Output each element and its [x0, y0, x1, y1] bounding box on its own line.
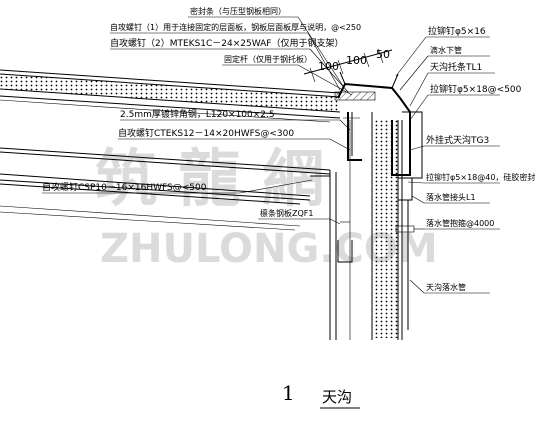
label-drip-edge: 滴水下管 — [430, 45, 462, 55]
beam-band — [0, 147, 331, 231]
leaders-top-left — [110, 16, 353, 96]
purlin-bracket — [310, 175, 353, 263]
roof-panel — [0, 69, 341, 123]
dimension-line: 100 100 50 — [303, 48, 393, 83]
angle-steel — [343, 112, 362, 161]
title-number: 1 — [282, 381, 295, 405]
label-purlin: 檩条钢板ZQF1 — [260, 208, 313, 218]
drawing-title: 1 天沟 — [282, 381, 360, 409]
label-pull-rivet-low: 拉铆钉φ5×18@40，硅胶密封 — [426, 172, 535, 182]
watermark-cn: 筑 龍 網 — [95, 142, 324, 215]
label-outer-gutter: 外挂式天沟TG3 — [426, 134, 489, 146]
label-self-tap-1: 自攻螺钉（1）用于连接固定的层面板，钢板层面板厚与说明，@<250 — [110, 22, 361, 32]
label-drain-pipe-clamp: 落水管抱箍@4000 — [426, 218, 494, 228]
gutter — [334, 71, 423, 330]
label-self-tap-2: 自攻螺钉（2）MTEKS1C－24×25WAF（仅用于钢支架） — [110, 37, 344, 49]
label-sealing-strip: 密封条（与压型钢板相同） — [190, 6, 286, 16]
dim-2: 100 — [346, 54, 367, 67]
leaders-right — [395, 36, 500, 294]
leaders-mid-left — [42, 119, 351, 225]
dim-1: 100 — [318, 60, 339, 73]
label-gutter-bracket: 天沟托条TL1 — [430, 61, 482, 73]
label-self-tap-csp: 自攻螺钉CSP10－16×16HWFS@<500 — [42, 181, 207, 193]
dim-3: 50 — [376, 48, 390, 61]
label-drain-fitting: 落水管接头L1 — [426, 192, 476, 202]
label-self-tap-ctek: 自攻螺钉CTEKS12－14×20HWFS@<300 — [118, 127, 294, 139]
label-angle-steel: 2.5mm厚镀锌角钢，L120×100×2.5 — [120, 108, 275, 120]
label-fix-support: 固定杆（仅用于钢托板） — [224, 54, 312, 64]
label-pull-rivet-mid: 拉铆钉φ5×18@<500 — [430, 83, 522, 95]
label-gutter-downpipe: 天沟落水管 — [426, 282, 466, 292]
label-pull-rivet-top: 拉铆钉φ5×16 — [428, 25, 486, 37]
title-text: 天沟 — [322, 388, 352, 406]
labels: 密封条（与压型钢板相同） 自攻螺钉（1）用于连接固定的层面板，钢板层面板厚与说明… — [42, 6, 535, 292]
